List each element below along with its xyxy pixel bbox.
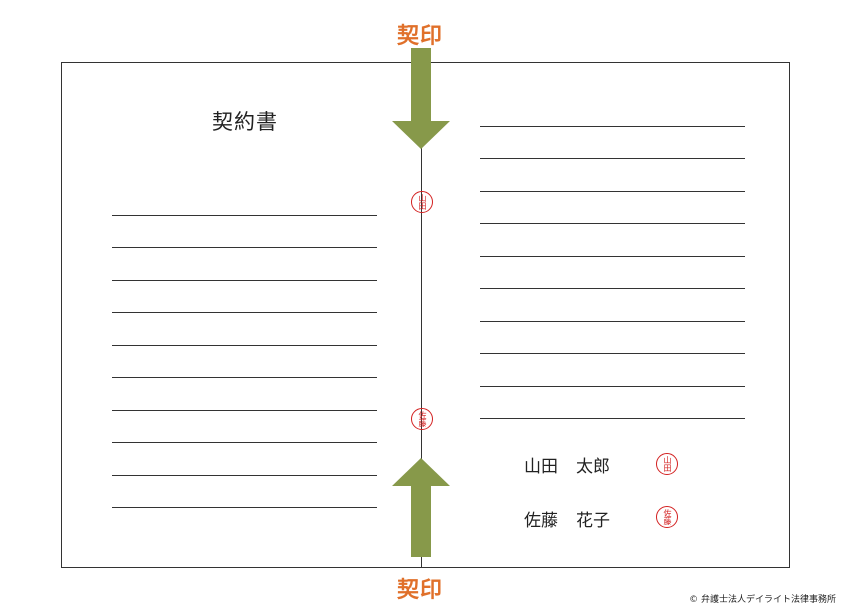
seal-label-top: 契印 — [397, 24, 444, 49]
copyright-notice: © 弁護士法人デイライト法律事務所 — [689, 595, 836, 605]
text-line — [480, 418, 745, 419]
seal-label-bottom: 契印 — [397, 578, 444, 603]
text-line — [480, 126, 745, 127]
arrow-down-icon — [392, 48, 450, 149]
text-line — [112, 377, 377, 378]
text-line — [480, 223, 745, 224]
text-line — [112, 247, 377, 248]
text-line — [480, 191, 745, 192]
text-line — [480, 386, 745, 387]
text-line — [112, 410, 377, 411]
signer-stamp-sato: 佐藤 — [656, 506, 678, 528]
document-title: 契約書 — [212, 110, 278, 134]
signer-surname: 山田 — [524, 457, 558, 477]
text-line — [112, 312, 377, 313]
text-line — [480, 288, 745, 289]
spine-stamp-yamada: 山田 — [411, 191, 433, 213]
signer-given-name: 太郎 — [576, 457, 610, 477]
text-line — [480, 158, 745, 159]
text-line — [480, 321, 745, 322]
spine-stamp-sato: 佐藤 — [411, 408, 433, 430]
text-line — [112, 215, 377, 216]
text-line — [480, 353, 745, 354]
page-spine-line — [421, 62, 422, 568]
signer-sato: 佐藤 花子 — [524, 506, 610, 531]
text-line — [480, 256, 745, 257]
signer-stamp-yamada: 山田 — [656, 453, 678, 475]
signer-given-name: 花子 — [576, 511, 610, 531]
text-line — [112, 507, 377, 508]
signer-surname: 佐藤 — [524, 511, 558, 531]
text-line — [112, 280, 377, 281]
text-line — [112, 345, 377, 346]
arrow-up-icon — [392, 458, 450, 557]
text-line — [112, 475, 377, 476]
text-line — [112, 442, 377, 443]
signer-yamada: 山田 太郎 — [524, 452, 610, 477]
